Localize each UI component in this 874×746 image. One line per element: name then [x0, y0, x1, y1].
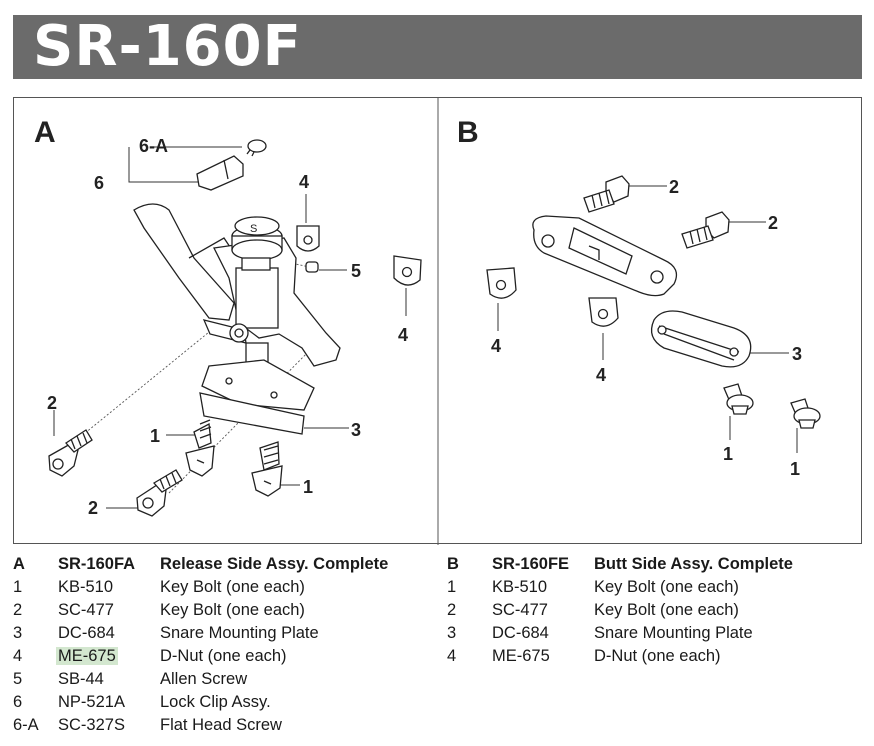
legend-desc: Key Bolt (one each): [160, 601, 305, 619]
page-title: SR-160F: [33, 14, 302, 79]
legend-id: 2: [13, 601, 23, 619]
callout-a-4-small: 4: [299, 172, 309, 192]
callout-b-2-right: 2: [768, 213, 778, 233]
legend-b-header: B SR-160FE Butt Side Assy. Complete: [447, 553, 867, 576]
panel-b-letter: B: [457, 116, 479, 149]
legend-id: 4: [447, 647, 457, 665]
legend-id: 2: [447, 601, 457, 619]
callout-a-1-center: 1: [150, 426, 160, 446]
legend-desc: Key Bolt (one each): [594, 601, 739, 619]
legend-a: A SR-160FA Release Side Assy. Complete 1…: [13, 553, 433, 737]
legend-id: 6: [13, 693, 23, 711]
panel-b-drawing: [486, 175, 821, 453]
legend-b: B SR-160FE Butt Side Assy. Complete 1 KB…: [447, 553, 867, 668]
callout-b-1-left: 1: [723, 444, 733, 464]
title-bar: SR-160F: [13, 15, 862, 79]
legend-desc: Key Bolt (one each): [594, 578, 739, 596]
panel-a-letter: A: [34, 116, 56, 149]
legend-code: DC-684: [492, 624, 549, 642]
legend-a-row: 3 DC-684 Snare Mounting Plate: [13, 622, 433, 645]
legend-a-row: 1 KB-510 Key Bolt (one each): [13, 576, 433, 599]
legend-desc: Flat Head Screw: [160, 716, 282, 734]
legend-id: 5: [13, 670, 23, 688]
legend-id: 1: [447, 578, 457, 596]
legend-desc: Lock Clip Assy.: [160, 693, 271, 711]
callout-a-2-upper: 2: [47, 393, 57, 413]
legend-desc: Release Side Assy. Complete: [160, 555, 389, 573]
legend-code: KB-510: [492, 578, 548, 596]
callout-a-3: 3: [351, 420, 361, 440]
legend-desc: Butt Side Assy. Complete: [594, 555, 793, 573]
legend-id: 1: [13, 578, 23, 596]
legend-code: SB-44: [58, 670, 104, 688]
legend-b-row: 3 DC-684 Snare Mounting Plate: [447, 622, 867, 645]
legend-desc: Snare Mounting Plate: [160, 624, 319, 642]
panel-a-drawing: S: [48, 139, 422, 517]
callout-b-1-right: 1: [790, 459, 800, 479]
legend-a-row: 5 SB-44 Allen Screw: [13, 668, 433, 691]
legend-desc: Key Bolt (one each): [160, 578, 305, 596]
legend-a-row: 2 SC-477 Key Bolt (one each): [13, 599, 433, 622]
callout-a-4-right: 4: [398, 325, 408, 345]
knob-glyph: S: [250, 223, 257, 235]
legend-id: A: [13, 555, 25, 573]
callout-a-6: 6: [94, 173, 104, 193]
legend-a-row: 6 NP-521A Lock Clip Assy.: [13, 691, 433, 714]
legend-code: KB-510: [58, 578, 114, 596]
legend-code: SC-477: [492, 601, 548, 619]
legend-id: 3: [13, 624, 23, 642]
callout-b-2-top: 2: [669, 177, 679, 197]
legend-id: 3: [447, 624, 457, 642]
legend-a-row: 4 ME-675 D-Nut (one each): [13, 645, 433, 668]
callout-b-4-center: 4: [596, 365, 606, 385]
legend-b-row: 4 ME-675 D-Nut (one each): [447, 645, 867, 668]
callout-a-6a: 6-A: [139, 136, 168, 156]
diagram-frame: A B: [13, 97, 862, 545]
legend-code: SC-477: [58, 601, 114, 619]
legend-code: ME-675: [492, 647, 550, 665]
legend-desc: Snare Mounting Plate: [594, 624, 753, 642]
legend-b-row: 2 SC-477 Key Bolt (one each): [447, 599, 867, 622]
legend-id: 6-A: [13, 716, 39, 734]
callout-b-3: 3: [792, 344, 802, 364]
legend-a-row: 6-A SC-327S Flat Head Screw: [13, 714, 433, 737]
panel-a-callouts: 6-A 6 4 5 4 2 1 3 2 1: [47, 136, 408, 518]
legend-id: B: [447, 555, 459, 573]
callout-a-2-lower: 2: [88, 498, 98, 518]
legend-desc: D-Nut (one each): [594, 647, 721, 665]
legend-code: SR-160FE: [492, 555, 570, 573]
legend-code: DC-684: [58, 624, 115, 642]
legend-code: SR-160FA: [58, 555, 136, 573]
legend-code: NP-521A: [58, 693, 125, 711]
legend-a-header: A SR-160FA Release Side Assy. Complete: [13, 553, 433, 576]
callout-b-4-left: 4: [491, 336, 501, 356]
callout-a-5: 5: [351, 261, 361, 281]
legend-code: SC-327S: [58, 716, 125, 734]
legend-id: 4: [13, 647, 23, 665]
parts-diagram: A B: [34, 98, 821, 545]
legend-b-row: 1 KB-510 Key Bolt (one each): [447, 576, 867, 599]
legend-desc: Allen Screw: [160, 670, 248, 688]
legend-desc: D-Nut (one each): [160, 647, 287, 665]
callout-a-1-right: 1: [303, 477, 313, 497]
legend-code-highlighted: ME-675: [56, 647, 118, 665]
panel-b-callouts: 2 2 4 4 3 1 1: [491, 177, 802, 479]
